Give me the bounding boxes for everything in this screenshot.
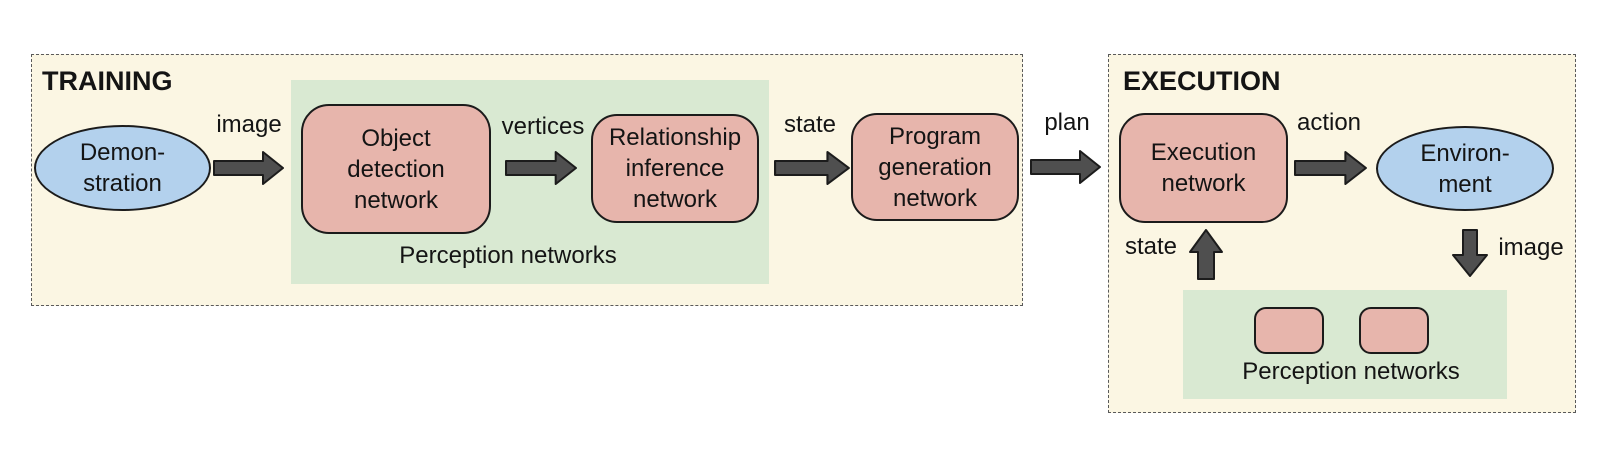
perception-networks-label-training: Perception networks (399, 242, 617, 269)
demonstration-label: Demon- stration (79, 139, 166, 197)
action-arrow-label: action (1296, 109, 1362, 136)
action-arrow (1294, 151, 1367, 185)
vertices-arrow (505, 151, 577, 185)
vertices-arrow-label: vertices (501, 113, 585, 140)
state-arrow-label-training: state (783, 111, 837, 138)
object-detection-box: Object detection network (301, 104, 491, 234)
environment-label: Environ- ment (1420, 139, 1510, 198)
object-detection-label: Object detection network (347, 124, 445, 214)
image-arrow-label-execution: image (1498, 234, 1564, 261)
perception-box-small-1 (1254, 307, 1324, 354)
image-arrow-label: image (216, 111, 282, 138)
program-generation-label: Program generation network (878, 122, 992, 212)
demonstration-ellipse: Demon- stration (34, 125, 211, 211)
relationship-inference-box: Relationship inference network (591, 114, 759, 223)
perception-networks-label-execution: Perception networks (1242, 358, 1460, 385)
state-up-arrow (1189, 229, 1223, 280)
state-arrow-training (774, 151, 850, 185)
relationship-inference-label: Relationship inference network (608, 124, 742, 213)
execution-panel: EXECUTION Execution network action Envir… (1108, 54, 1576, 413)
environment-ellipse: Environ- ment (1376, 126, 1554, 211)
execution-title: EXECUTION (1123, 66, 1281, 96)
state-arrow-label-execution: state (1124, 233, 1178, 260)
plan-arrow-label: plan (1044, 109, 1090, 136)
plan-arrow (1030, 150, 1101, 184)
execution-network-box: Execution network (1119, 113, 1288, 223)
execution-network-label: Execution network (1150, 139, 1257, 197)
training-title: TRAINING (42, 66, 173, 96)
training-panel: TRAINING Demon- stration image Object de… (31, 54, 1023, 306)
image-down-arrow (1452, 229, 1488, 277)
image-arrow (213, 151, 284, 185)
program-generation-box: Program generation network (851, 113, 1019, 221)
perception-group-execution: Perception networks (1183, 290, 1507, 399)
perception-box-small-2 (1359, 307, 1429, 354)
perception-group-training: Object detection network vertices Relati… (291, 80, 769, 284)
